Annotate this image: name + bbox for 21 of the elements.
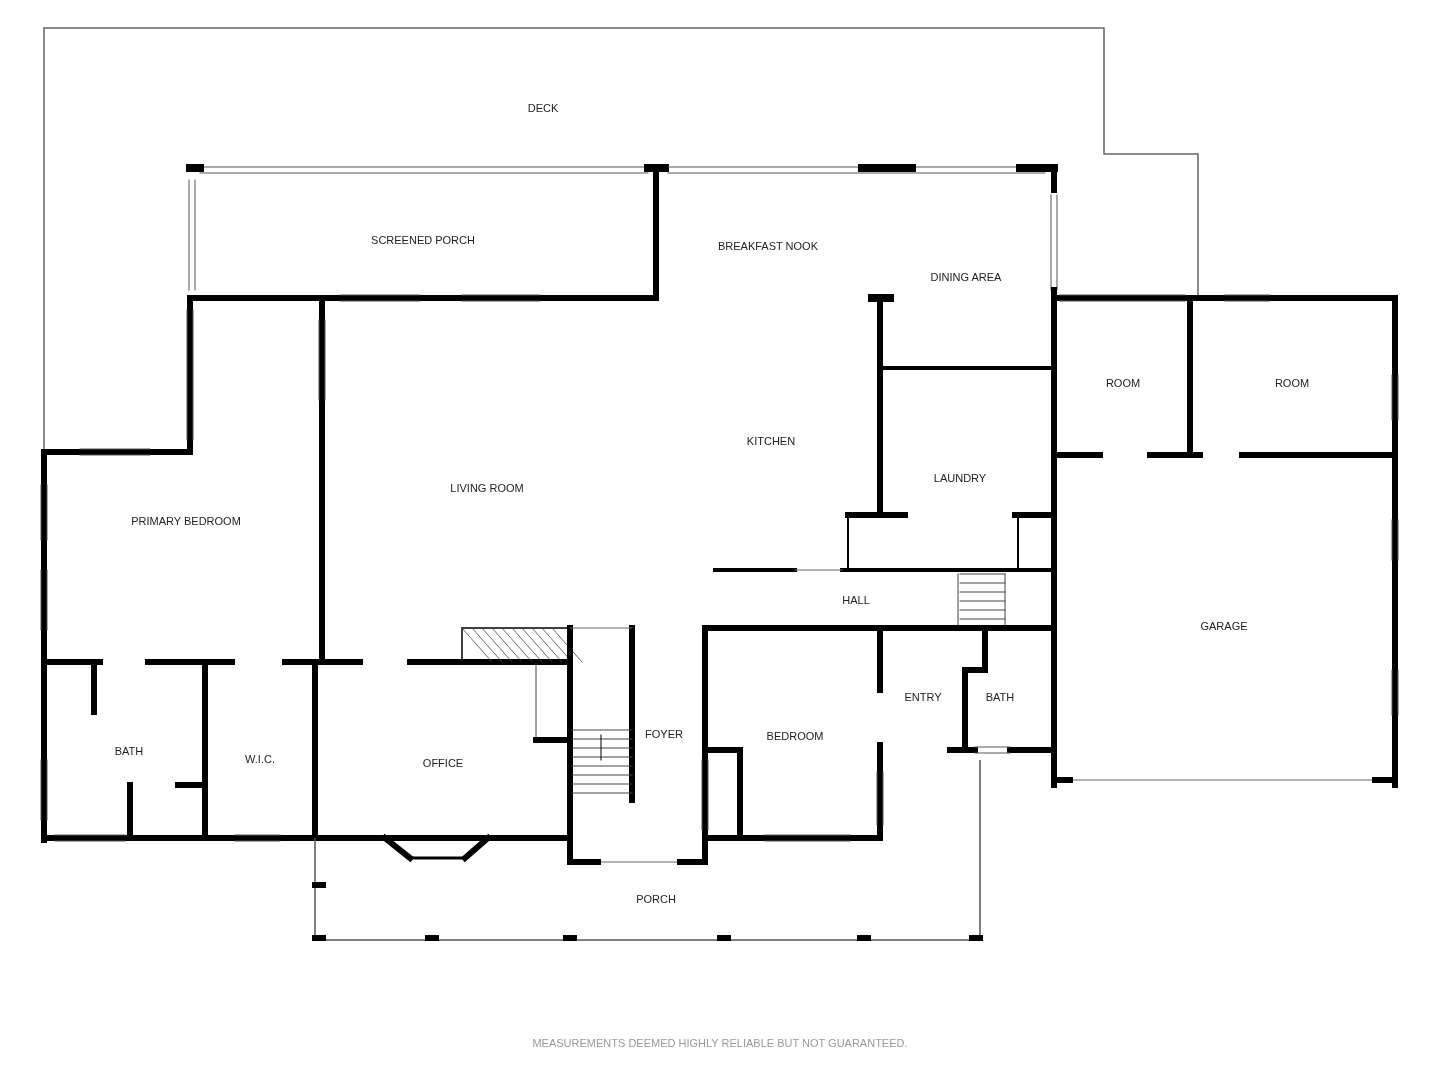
room-name: PRIMARY BEDROOM — [131, 515, 241, 527]
room-name: OFFICE — [422, 757, 464, 769]
room-name: GARAGE — [1200, 620, 1248, 632]
room-name: ROOM — [1105, 377, 1141, 389]
room-name: ENTRY — [904, 691, 942, 703]
room-name: HALL — [842, 594, 870, 606]
room-name: BREAKFAST NOOK — [717, 240, 819, 252]
room-name: BATH — [114, 745, 144, 757]
room-name: SCREENED PORCH — [371, 234, 475, 246]
room-name: DECK — [527, 102, 559, 114]
room-name: KITCHEN — [746, 435, 796, 447]
room-name: LAUNDRY — [933, 472, 987, 484]
room-name: ROOM — [1274, 377, 1310, 389]
disclaimer-note: MEASUREMENTS DEEMED HIGHLY RELIABLE BUT NOT GUARANTEED. — [532, 1037, 908, 1049]
room-name: LIVING ROOM — [450, 482, 524, 494]
room-name: DINING AREA — [930, 271, 1002, 283]
room-name: PORCH — [636, 893, 676, 905]
room-name: FOYER — [645, 728, 683, 740]
room-name: BATH — [985, 691, 1015, 703]
room-name: BEDROOM — [766, 730, 824, 742]
room-name: W.I.C. — [245, 753, 275, 765]
